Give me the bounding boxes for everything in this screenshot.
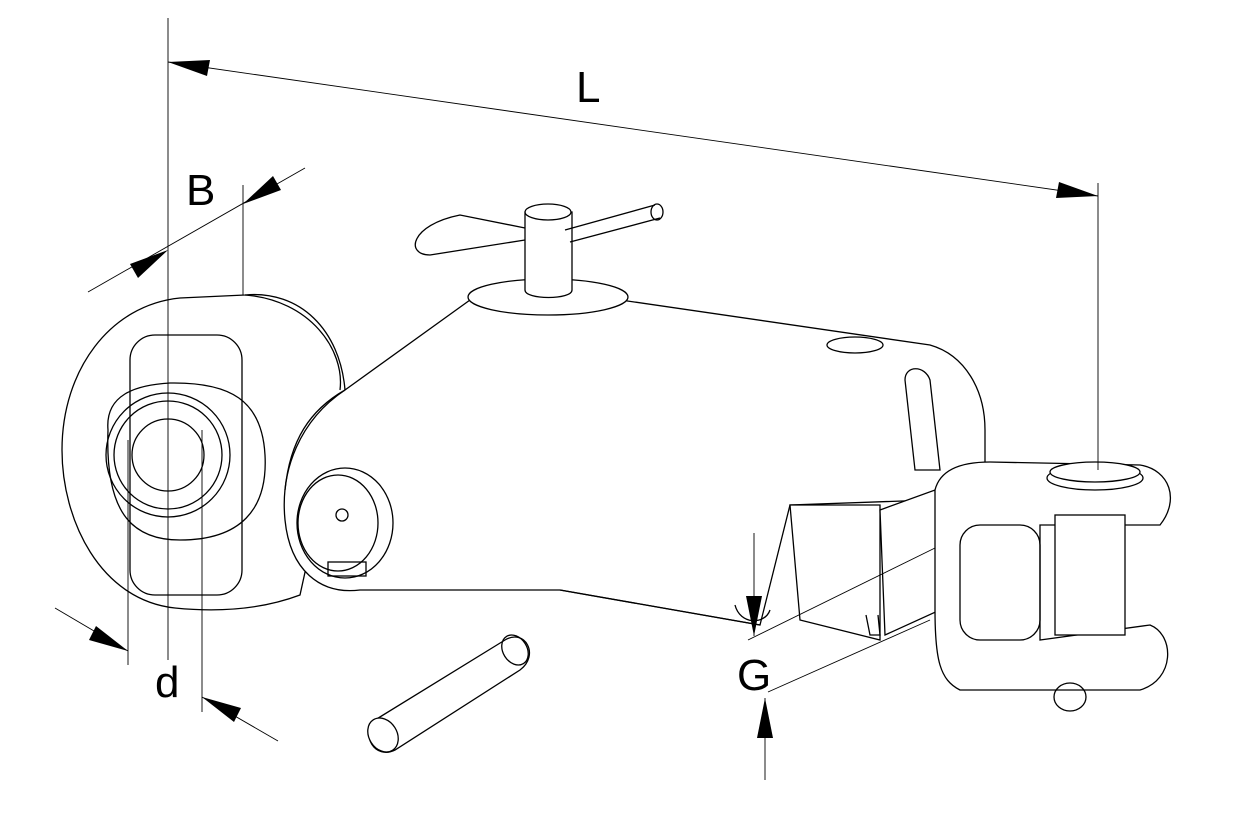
label-g: G xyxy=(737,651,771,700)
dimension-d: d xyxy=(54,430,279,742)
label-d: d xyxy=(155,658,179,707)
clevis-assembly xyxy=(734,461,1171,712)
dimension-l: L xyxy=(167,18,1099,660)
label-l: L xyxy=(576,63,600,112)
left-eye-housing xyxy=(61,293,346,611)
dimension-g: G xyxy=(737,533,936,780)
body-pin-head xyxy=(296,467,394,579)
dimension-b: B xyxy=(87,166,306,295)
top-locking-pin xyxy=(414,203,664,316)
loose-pin xyxy=(367,634,531,753)
main-body xyxy=(283,296,986,626)
label-b: B xyxy=(186,166,215,215)
